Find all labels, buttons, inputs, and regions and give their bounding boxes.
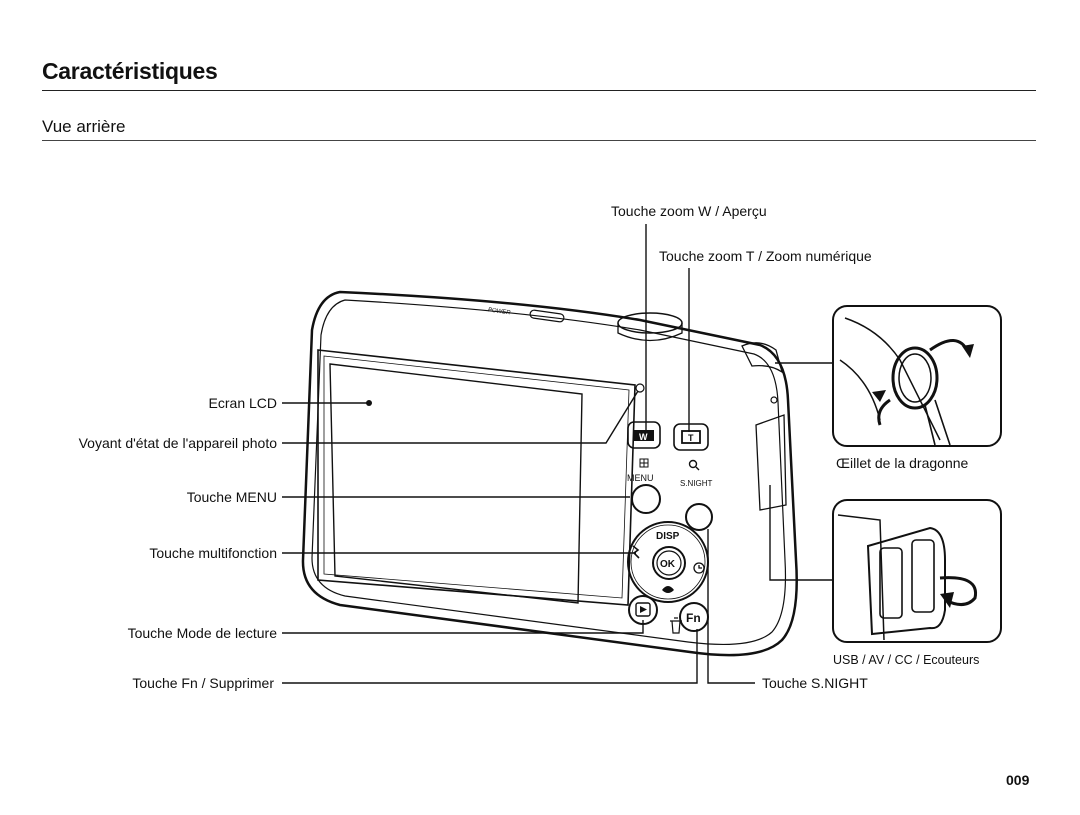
thumbnail-icon	[639, 458, 649, 468]
trash-icon	[670, 617, 682, 634]
menu-button-caption: MENU	[627, 473, 654, 483]
zoom-w-button[interactable]: W	[627, 421, 661, 449]
ok-button[interactable]: OK	[652, 546, 686, 580]
magnifier-icon	[688, 459, 700, 471]
fn-label: Fn	[686, 611, 701, 625]
label-usb-port: USB / AV / CC / Ecouteurs	[833, 653, 980, 667]
menu-button[interactable]	[631, 484, 661, 514]
label-lcd: Ecran LCD	[208, 395, 277, 411]
fn-button[interactable]: Fn	[679, 602, 709, 632]
label-snight: Touche S.NIGHT	[762, 675, 868, 691]
page-title: Caractéristiques	[42, 58, 218, 84]
lcd-pointer-dot	[366, 400, 372, 406]
playback-button[interactable]	[628, 595, 658, 625]
zoom-w-glyph: W	[639, 432, 648, 442]
label-menu: Touche MENU	[186, 489, 277, 505]
strap-eyelet-inset	[832, 305, 1002, 447]
zoom-t-glyph: T	[688, 433, 694, 443]
label-status-led: Voyant d'état de l'appareil photo	[78, 435, 277, 451]
label-strap-eyelet: Œillet de la dragonne	[836, 455, 969, 471]
power-label: POWER	[487, 307, 511, 316]
snight-button-caption: S.NIGHT	[680, 479, 713, 488]
macro-icon	[662, 586, 674, 593]
leader-lines	[282, 224, 833, 684]
label-zoom-t: Touche zoom T / Zoom numérique	[659, 248, 872, 264]
ok-label: OK	[660, 559, 676, 570]
section-subtitle: Vue arrière	[42, 117, 126, 136]
disp-label: DISP	[656, 531, 680, 542]
label-fn-delete: Touche Fn / Supprimer	[132, 675, 274, 691]
status-led	[635, 383, 645, 393]
flash-icon	[632, 545, 640, 559]
zoom-t-button[interactable]: T	[673, 423, 709, 451]
subtitle-rule	[42, 140, 1036, 141]
timer-icon	[693, 562, 705, 574]
camera-body	[301, 290, 798, 657]
page-number: 009	[1006, 772, 1030, 788]
snight-button[interactable]	[685, 503, 713, 531]
usb-port-inset	[832, 499, 1002, 643]
label-playback: Touche Mode de lecture	[127, 625, 277, 641]
label-zoom-w: Touche zoom W / Aperçu	[611, 203, 767, 219]
title-rule	[42, 90, 1036, 91]
label-multifunction: Touche multifonction	[149, 545, 277, 561]
